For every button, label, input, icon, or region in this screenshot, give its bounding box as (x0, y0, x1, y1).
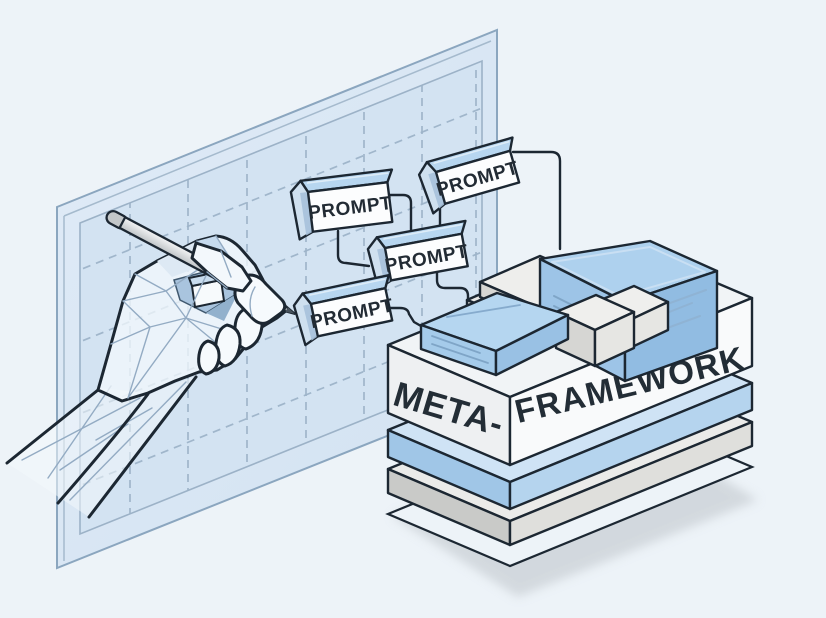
arm-wireframe (21, 381, 187, 501)
ring-fingertip (214, 323, 242, 368)
thumb (190, 241, 253, 293)
pen-tip-point (285, 307, 295, 314)
prompt-node-top-right: PROMPT (417, 136, 521, 215)
prompt-node-top-left: PROMPT (289, 168, 394, 241)
prompt-nodes: PROMPT PROMPT PROMPT PROMPT (289, 136, 521, 347)
module-blue-slab (419, 291, 570, 377)
whiteboard-grid (80, 61, 482, 534)
connector-topright-to-stack (511, 150, 562, 251)
connector-topleft-to-middle (387, 193, 413, 233)
arm-fill (7, 376, 196, 517)
connector-bottomleft-to-stack (384, 306, 423, 328)
grid-vertical-lines (129, 61, 477, 534)
pinky-fingertip (197, 339, 221, 376)
pocket-shade-facet (206, 293, 238, 321)
fingertips (197, 306, 264, 376)
arm-edge-2 (56, 392, 150, 505)
connector-topleft-bottom-to-middle (336, 229, 371, 268)
arm-edge-3 (87, 375, 198, 519)
thumb-facet-lines (206, 250, 232, 289)
arm-edge-1 (5, 388, 100, 465)
whiteboard-edge-line (63, 40, 492, 561)
meta-framework-stack: META- FRAMEWORK (385, 239, 758, 597)
prompt-node-bottom-left: PROMPT (292, 274, 395, 347)
polygonal-hand (5, 209, 296, 519)
index-finger-line (249, 286, 256, 317)
